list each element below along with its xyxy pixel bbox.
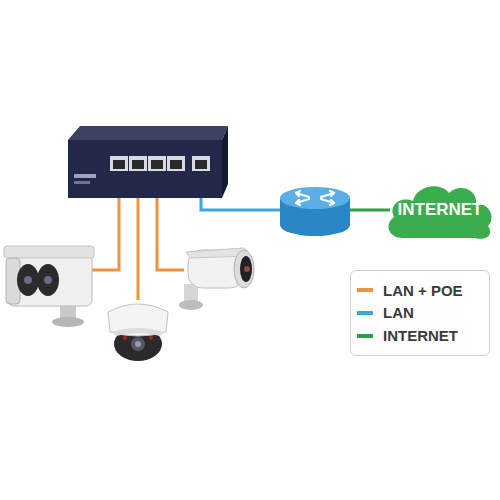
camera-housing [108,304,168,336]
router [280,187,350,236]
camera-mount-base [179,300,203,310]
switch-port [129,156,147,171]
lens-glint [24,276,32,284]
router-arrow [296,191,309,197]
switch-front [68,140,222,198]
port-socket [132,160,144,169]
switch-top [68,126,228,140]
camera-rim [112,328,164,336]
legend-row: INTERNET [357,327,483,344]
switch-port [167,156,185,171]
cloud-label: INTERNET [398,200,483,220]
bullet-camera [4,246,94,327]
cloud-shape [388,186,491,239]
lens-glint [44,276,52,284]
switch-badge [74,181,90,184]
switch-badge [74,174,96,178]
lens-glint [244,266,250,272]
camera-mount-base [52,317,84,327]
camera-lens [17,264,39,296]
switch-port [148,156,166,171]
switch-port [192,156,210,171]
router-arrows [296,191,334,205]
legend-box: LAN + POE LAN INTERNET [350,270,490,356]
router-arrow [321,199,334,205]
switch-side [222,126,228,198]
port-socket [195,160,207,169]
legend-swatch [357,311,373,315]
legend-swatch [357,288,373,292]
port-socket [170,160,182,169]
lens-glint [135,341,141,347]
camera-lens [131,337,145,351]
internet-wire [350,209,390,212]
legend-text: INTERNET [383,327,458,344]
legend-text: LAN + POE [383,282,463,299]
legend-row: LAN [357,304,483,321]
dome-camera [108,304,168,361]
camera-housing [8,252,92,306]
poe-switch [68,126,228,198]
camera-lens [240,256,252,282]
camera-front [234,250,254,288]
router-arrow [321,191,334,197]
camera-sunshield [4,246,94,258]
router-arrow [296,199,309,205]
ir-led [123,336,127,340]
port-socket [113,160,125,169]
legend-text: LAN [383,304,414,321]
bullet-camera [179,248,254,310]
port-socket [151,160,163,169]
legend-swatch [357,334,373,338]
legend-row: LAN + POE [357,282,483,299]
ir-led [149,336,153,340]
internet-cloud: INTERNET [383,178,497,242]
camera-lens [37,264,59,296]
switch-port [110,156,128,171]
router-top [280,187,350,209]
